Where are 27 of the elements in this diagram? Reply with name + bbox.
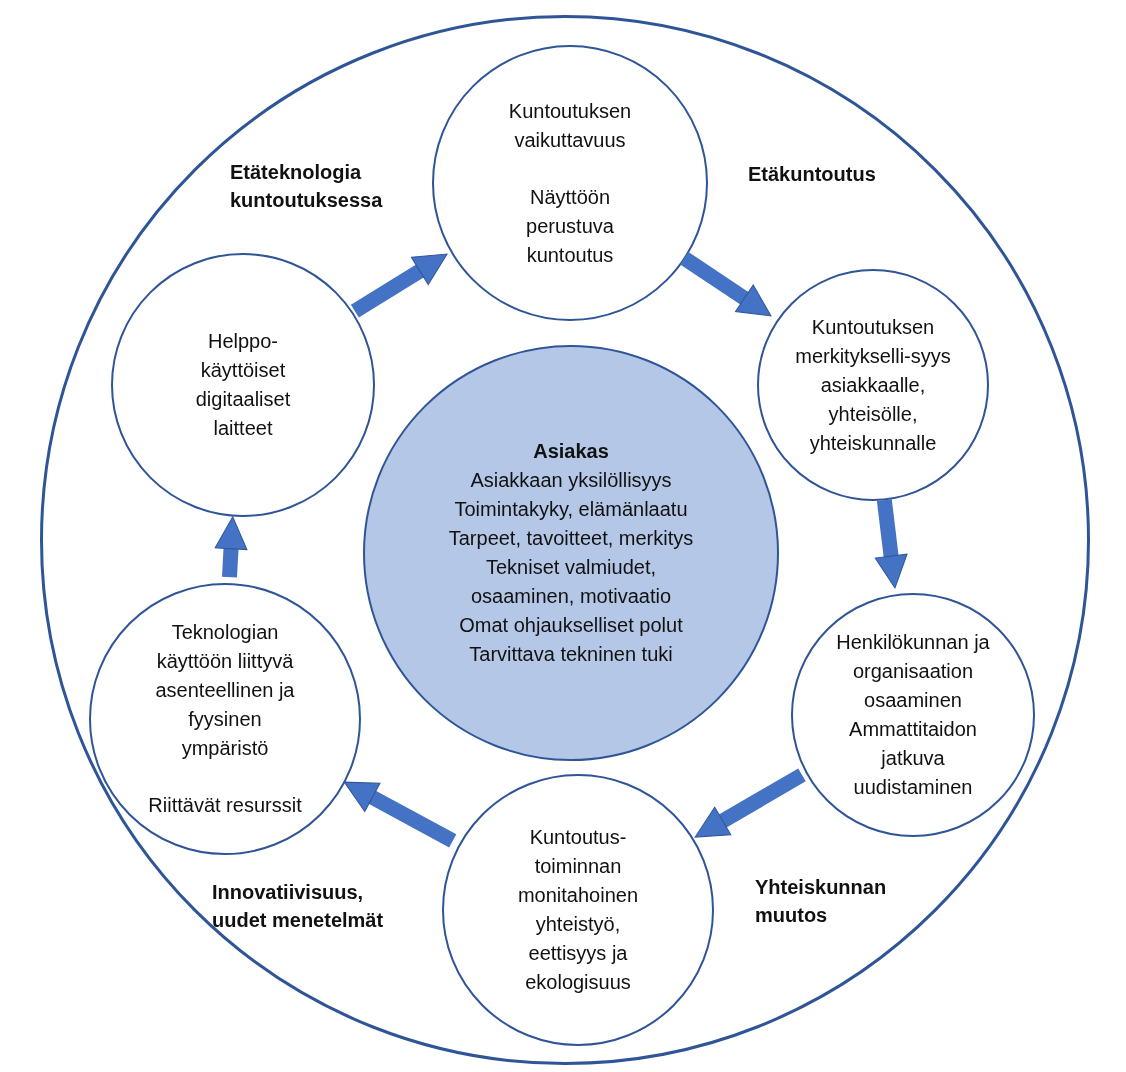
block-arrow <box>694 768 806 838</box>
circle-text: Toimintakyky, elämänlaatu <box>454 497 688 522</box>
section-label: Yhteiskunnan muutos <box>755 875 888 928</box>
circle-text: Tarvittava tekninen tuki <box>469 642 673 667</box>
block-arrow <box>214 516 248 578</box>
section-label: Etäteknologia kuntoutuksessa <box>230 160 384 213</box>
circle-text: Henkilökunnan ja organisaation osaaminen <box>835 630 991 713</box>
circle-text: Tekniset valmiudet, osaaminen, motivaatio <box>469 555 673 609</box>
circle-text: Näyttöön perustuva kuntoutus <box>525 184 615 268</box>
section-label: Innovatiivisuus, uudet menetelmät <box>212 880 385 933</box>
circle-text: Kuntoutuksen merkitykselli-syys asiakkaalle, yhteisölle, yhteiskunnalle <box>794 314 952 456</box>
circle-text: Helppo-käyttöiset digitaaliset laitteet <box>194 329 292 441</box>
circle-text: Tarpeet, tavoitteet, merkitys <box>448 526 694 551</box>
block-arrow <box>874 499 908 589</box>
circle-text: Kuntoutuksen vaikuttavuus <box>507 98 633 153</box>
section-label: Etäkuntoutus <box>748 162 876 187</box>
outer-circle <box>40 15 1090 1065</box>
circle-text: Riittävät resurssit <box>148 793 302 818</box>
circle-text: Kuntoutus-toiminnan monitahoinen yhteistyö, eettisyys ja ekologisuus <box>516 825 640 995</box>
circle-text: Teknologian käyttöön liittyvä asenteellinen ja fyysinen ympäristö <box>154 620 296 761</box>
circle-heading: Asiakas <box>533 439 609 464</box>
circle-text: Asiakkaan yksilöllisyys <box>470 468 672 493</box>
block-arrow <box>343 781 457 848</box>
circle-text: Omat ohjaukselliset polut <box>459 613 683 638</box>
block-arrow <box>680 251 772 317</box>
circle-text: Ammattitaidon jatkuva uudistaminen <box>848 717 978 800</box>
block-arrow <box>350 253 448 318</box>
